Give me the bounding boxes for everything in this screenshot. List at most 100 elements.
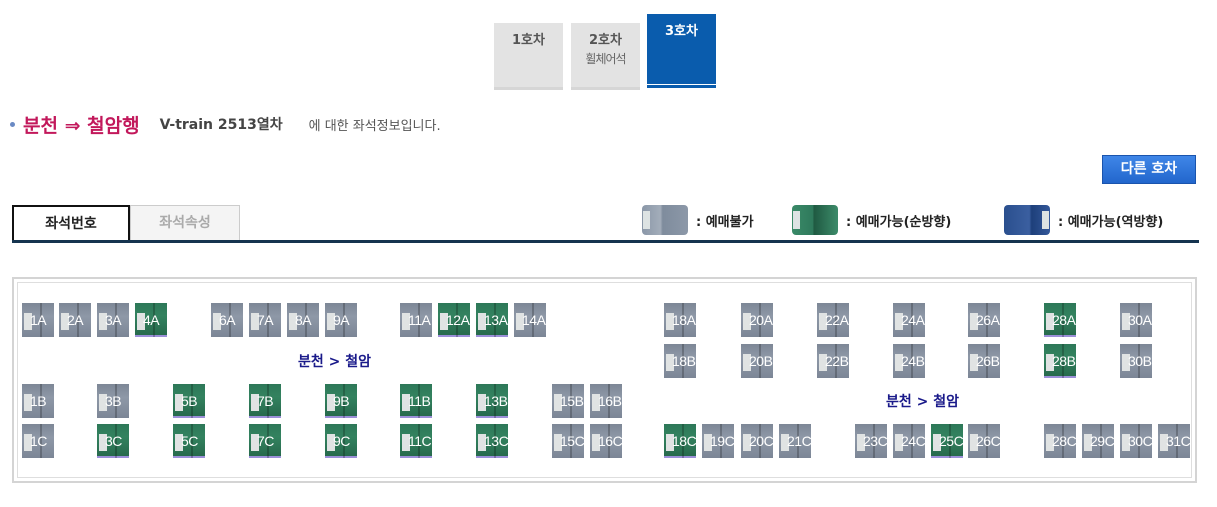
seat-back-icon: [666, 354, 674, 371]
seat-back-icon: [327, 394, 335, 411]
seat-divider: [1062, 424, 1064, 458]
seat-3a[interactable]: 3A: [97, 303, 129, 337]
seat-unavailable-icon: [642, 205, 688, 235]
seat-back-icon: [175, 434, 183, 451]
seat-divider: [797, 424, 799, 458]
seat-divider: [494, 303, 496, 337]
seat-13b[interactable]: 13B: [476, 384, 508, 418]
tab-seat-attribute[interactable]: 좌석속성: [130, 205, 240, 242]
seat-28a[interactable]: 28A: [1044, 303, 1076, 337]
seat-24b[interactable]: 24B: [893, 344, 925, 378]
seat-back-icon: [970, 434, 978, 451]
seat-31c[interactable]: 31C: [1158, 424, 1190, 458]
seat-11a[interactable]: 11A: [400, 303, 432, 337]
tab-seat-number[interactable]: 좌석번호: [12, 205, 130, 242]
seat-4a[interactable]: 4A: [135, 303, 167, 337]
seat-15b[interactable]: 15B: [552, 384, 584, 418]
seat-label: 5C: [181, 433, 198, 449]
seat-1b[interactable]: 1B: [22, 384, 54, 418]
seat-label: 11C: [408, 433, 432, 449]
seat-30c[interactable]: 30C: [1120, 424, 1152, 458]
seat-9b[interactable]: 9B: [325, 384, 357, 418]
seat-19c[interactable]: 19C: [702, 424, 734, 458]
seat-divider: [229, 303, 231, 337]
seat-22a[interactable]: 22A: [817, 303, 849, 337]
seat-3c[interactable]: 3C: [97, 424, 129, 458]
seat-label: 9C: [333, 433, 350, 449]
seat-5b[interactable]: 5B: [173, 384, 205, 418]
seat-24a[interactable]: 24A: [893, 303, 925, 337]
seat-9c[interactable]: 9C: [325, 424, 357, 458]
seat-16c[interactable]: 16C: [590, 424, 622, 458]
seat-label: 13B: [484, 393, 508, 409]
seat-label: 19C: [710, 433, 734, 449]
seat-back-icon: [1046, 313, 1054, 330]
seat-1c[interactable]: 1C: [22, 424, 54, 458]
seat-28b[interactable]: 28B: [1044, 344, 1076, 378]
seat-22b[interactable]: 22B: [817, 344, 849, 378]
seat-18b[interactable]: 18B: [664, 344, 696, 378]
seat-18a[interactable]: 18A: [664, 303, 696, 337]
seat-15c[interactable]: 15C: [552, 424, 584, 458]
seat-13c[interactable]: 13C: [476, 424, 508, 458]
seat-back-icon: [1160, 434, 1168, 451]
seat-divider: [911, 424, 913, 458]
car-tab-1[interactable]: 1호차: [494, 23, 563, 90]
seat-20b[interactable]: 20B: [741, 344, 773, 378]
seat-14a[interactable]: 14A: [514, 303, 546, 337]
seat-label: 9B: [333, 393, 350, 409]
seat-label: 7A: [257, 312, 274, 328]
seat-label: 20A: [749, 312, 773, 328]
car-tab-sublabel: 휠체어석: [585, 52, 626, 66]
seat-23c[interactable]: 23C: [855, 424, 887, 458]
seat-26c[interactable]: 26C: [968, 424, 1000, 458]
seat-21c[interactable]: 21C: [779, 424, 811, 458]
seat-16b[interactable]: 16B: [590, 384, 622, 418]
seat-divider: [682, 344, 684, 378]
seat-divider: [759, 303, 761, 337]
seat-7c[interactable]: 7C: [249, 424, 281, 458]
seat-18c[interactable]: 18C: [664, 424, 696, 458]
car-tab-2[interactable]: 2호차 휠체어석: [571, 23, 640, 90]
seat-8a[interactable]: 8A: [287, 303, 319, 337]
seat-label: 11B: [408, 393, 431, 409]
seat-back-icon: [666, 434, 674, 451]
seat-label: 31C: [1166, 433, 1190, 449]
car-tab-3[interactable]: 3호차: [647, 14, 716, 88]
seat-25c[interactable]: 25C: [931, 424, 963, 458]
info-suffix: 에 대한 좌석정보입니다.: [308, 118, 441, 134]
seat-29c[interactable]: 29C: [1082, 424, 1114, 458]
seat-26b[interactable]: 26B: [968, 344, 1000, 378]
train-number: V-train 2513열차: [159, 117, 283, 133]
car-tab-label: 3호차: [665, 24, 698, 39]
seat-label: 26C: [976, 433, 1000, 449]
seat-divider: [40, 424, 42, 458]
seat-label: 18B: [672, 353, 696, 369]
other-car-button[interactable]: 다른 호차: [1102, 155, 1196, 184]
seat-30b[interactable]: 30B: [1120, 344, 1152, 378]
seat-back-icon: [24, 313, 32, 330]
seat-28c[interactable]: 28C: [1044, 424, 1076, 458]
seat-3b[interactable]: 3B: [97, 384, 129, 418]
seat-2a[interactable]: 2A: [59, 303, 91, 337]
seat-26a[interactable]: 26A: [968, 303, 1000, 337]
seat-7b[interactable]: 7B: [249, 384, 281, 418]
seat-label: 11A: [408, 312, 431, 328]
seat-6a[interactable]: 6A: [211, 303, 243, 337]
seat-11c[interactable]: 11C: [400, 424, 432, 458]
seat-20c[interactable]: 20C: [741, 424, 773, 458]
seat-back-icon: [1122, 434, 1130, 451]
seat-13a[interactable]: 13A: [476, 303, 508, 337]
seat-24c[interactable]: 24C: [893, 424, 925, 458]
seat-back-icon: [592, 394, 600, 411]
seat-label: 2A: [67, 312, 84, 328]
seat-9a[interactable]: 9A: [325, 303, 357, 337]
seat-1a[interactable]: 1A: [22, 303, 54, 337]
seat-12a[interactable]: 12A: [438, 303, 470, 337]
seat-5c[interactable]: 5C: [173, 424, 205, 458]
seat-20a[interactable]: 20A: [741, 303, 773, 337]
seat-7a[interactable]: 7A: [249, 303, 281, 337]
seat-11b[interactable]: 11B: [400, 384, 432, 418]
seat-30a[interactable]: 30A: [1120, 303, 1152, 337]
seat-divider: [494, 384, 496, 418]
